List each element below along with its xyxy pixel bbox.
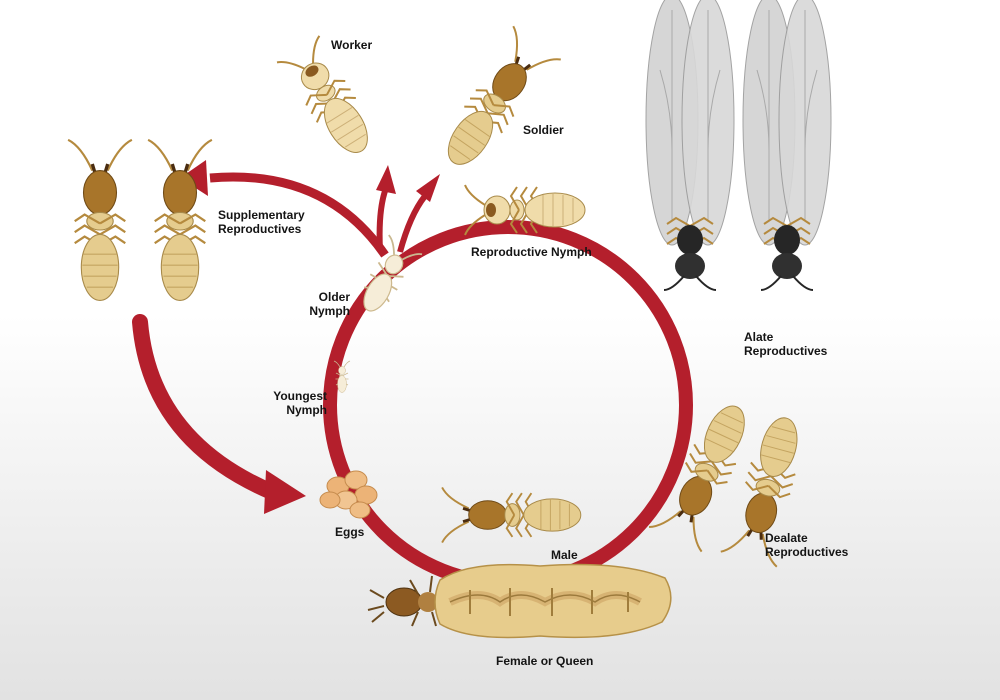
supplementary-reproductive-left [68,140,132,301]
supplementary-label-line1: Supplementary [218,208,305,222]
youngest-nymph-label-line1: Youngest [273,389,327,403]
worker-termite [277,36,383,164]
alate-reproductive-left [646,0,734,290]
alate-reproductive-right [743,0,831,290]
eggs-cluster [319,470,378,519]
arrow-to-eggs [132,314,280,500]
supplementary-label-line2: Reproductives [218,222,302,236]
alate-label-line2: Reproductives [744,344,828,358]
alate-label: Alate Reproductives [744,330,827,358]
dealate-label-line2: Reproductives [765,545,849,559]
dealate-label-line1: Dealate [765,531,808,545]
supplementary-label: Supplementary Reproductives [218,208,305,236]
arrow-to-supplementary [209,172,389,258]
youngest-nymph-label-line2: Nymph [286,403,327,417]
reproductive-nymph-label: Reproductive Nymph [471,245,592,259]
male-label: Male [551,548,578,562]
dealate-label: Dealate Reproductives [765,531,848,559]
arrow-to-worker [376,186,389,251]
queen-termite [367,563,672,639]
queen-label: Female or Queen [496,654,594,668]
older-nymph-label: Older Nymph [296,290,350,318]
older-nymph-label-line2: Nymph [309,304,350,318]
worker-label: Worker [331,38,373,52]
soldier-label: Soldier [523,123,564,137]
eggs-label: Eggs [335,525,365,539]
older-nymph-label-line1: Older [318,290,350,304]
alate-label-line1: Alate [744,330,774,344]
youngest-nymph-label: Youngest Nymph [265,389,327,417]
soldier-termite [430,26,561,179]
arrow-to-soldier [397,194,428,253]
male-termite [442,487,581,542]
